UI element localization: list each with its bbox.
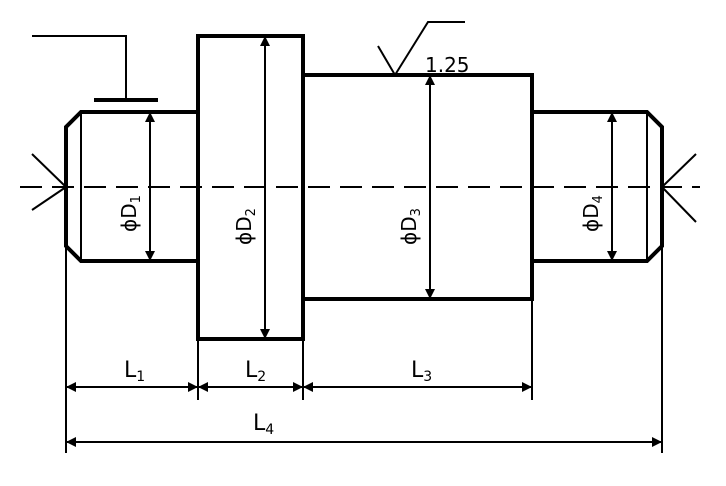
- diameter-label-d3: ϕD3: [397, 208, 424, 245]
- extension-lines: [65, 246, 663, 453]
- left-center-point-icon: [31, 153, 67, 211]
- length-label-l2: L2: [245, 358, 266, 385]
- roughness-symbol-icon: [377, 21, 465, 77]
- diameter-label-d1: ϕD1: [117, 195, 144, 232]
- length-label-l3: L3: [411, 358, 432, 385]
- diameter-label-d2: ϕD2: [232, 208, 259, 245]
- shaft-section-3: [301, 73, 534, 301]
- shaft-section-2: [196, 34, 305, 341]
- roughness-value: 1.25: [425, 53, 470, 77]
- right-center-point-icon: [661, 153, 697, 223]
- diameter-label-d4: ϕD4: [579, 195, 606, 232]
- datum-symbol: [32, 35, 158, 102]
- length-label-l1: L1: [124, 358, 145, 385]
- length-label-l4: L4: [253, 411, 274, 438]
